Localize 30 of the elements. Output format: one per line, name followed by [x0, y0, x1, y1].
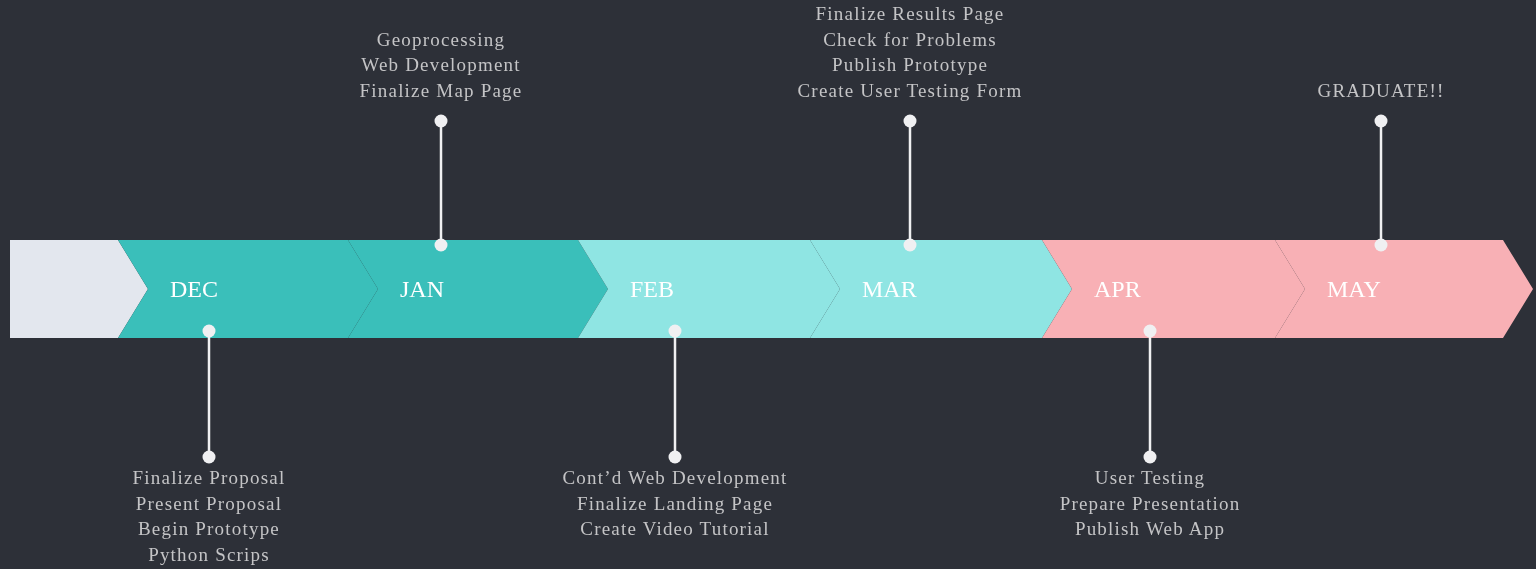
task-text: User Testing: [1094, 466, 1206, 490]
task-text: Finalize Results Page: [815, 2, 1005, 26]
task-text: Publish Prototype: [831, 53, 989, 77]
month-label: FEB: [630, 275, 674, 303]
month-label: MAR: [862, 275, 917, 303]
month-label: JAN: [400, 275, 444, 303]
month-label: APR: [1094, 275, 1141, 303]
task-text: Geoprocessing: [376, 27, 506, 52]
task-text: Begin Prototype: [138, 517, 280, 541]
task-text: Present Proposal: [135, 491, 283, 516]
leader-line: [202, 324, 216, 464]
task-text: Check for Problems: [823, 27, 997, 52]
task-text: Finalize Proposal: [132, 466, 286, 490]
task-text: GRADUATE!!: [1317, 78, 1445, 103]
task-text: Create Video Tutorial: [580, 517, 770, 541]
task-text: Python Scrips: [148, 542, 270, 567]
leader-line: [903, 114, 917, 252]
task-text: Cont’d Web Development: [562, 466, 788, 490]
task-text: Finalize Map Page: [359, 78, 523, 103]
task-text: Web Development: [361, 53, 521, 77]
task-text: Create User Testing Form: [797, 78, 1023, 103]
leader-line: [1143, 324, 1157, 464]
leader-line: [1374, 114, 1388, 252]
task-text: Prepare Presentation: [1059, 491, 1241, 516]
month-label: DEC: [170, 275, 218, 303]
leader-line: [668, 324, 682, 464]
task-text: Publish Web App: [1074, 517, 1226, 541]
task-text: Finalize Landing Page: [576, 491, 774, 516]
leader-line: [434, 114, 448, 252]
month-label: MAY: [1327, 275, 1381, 303]
